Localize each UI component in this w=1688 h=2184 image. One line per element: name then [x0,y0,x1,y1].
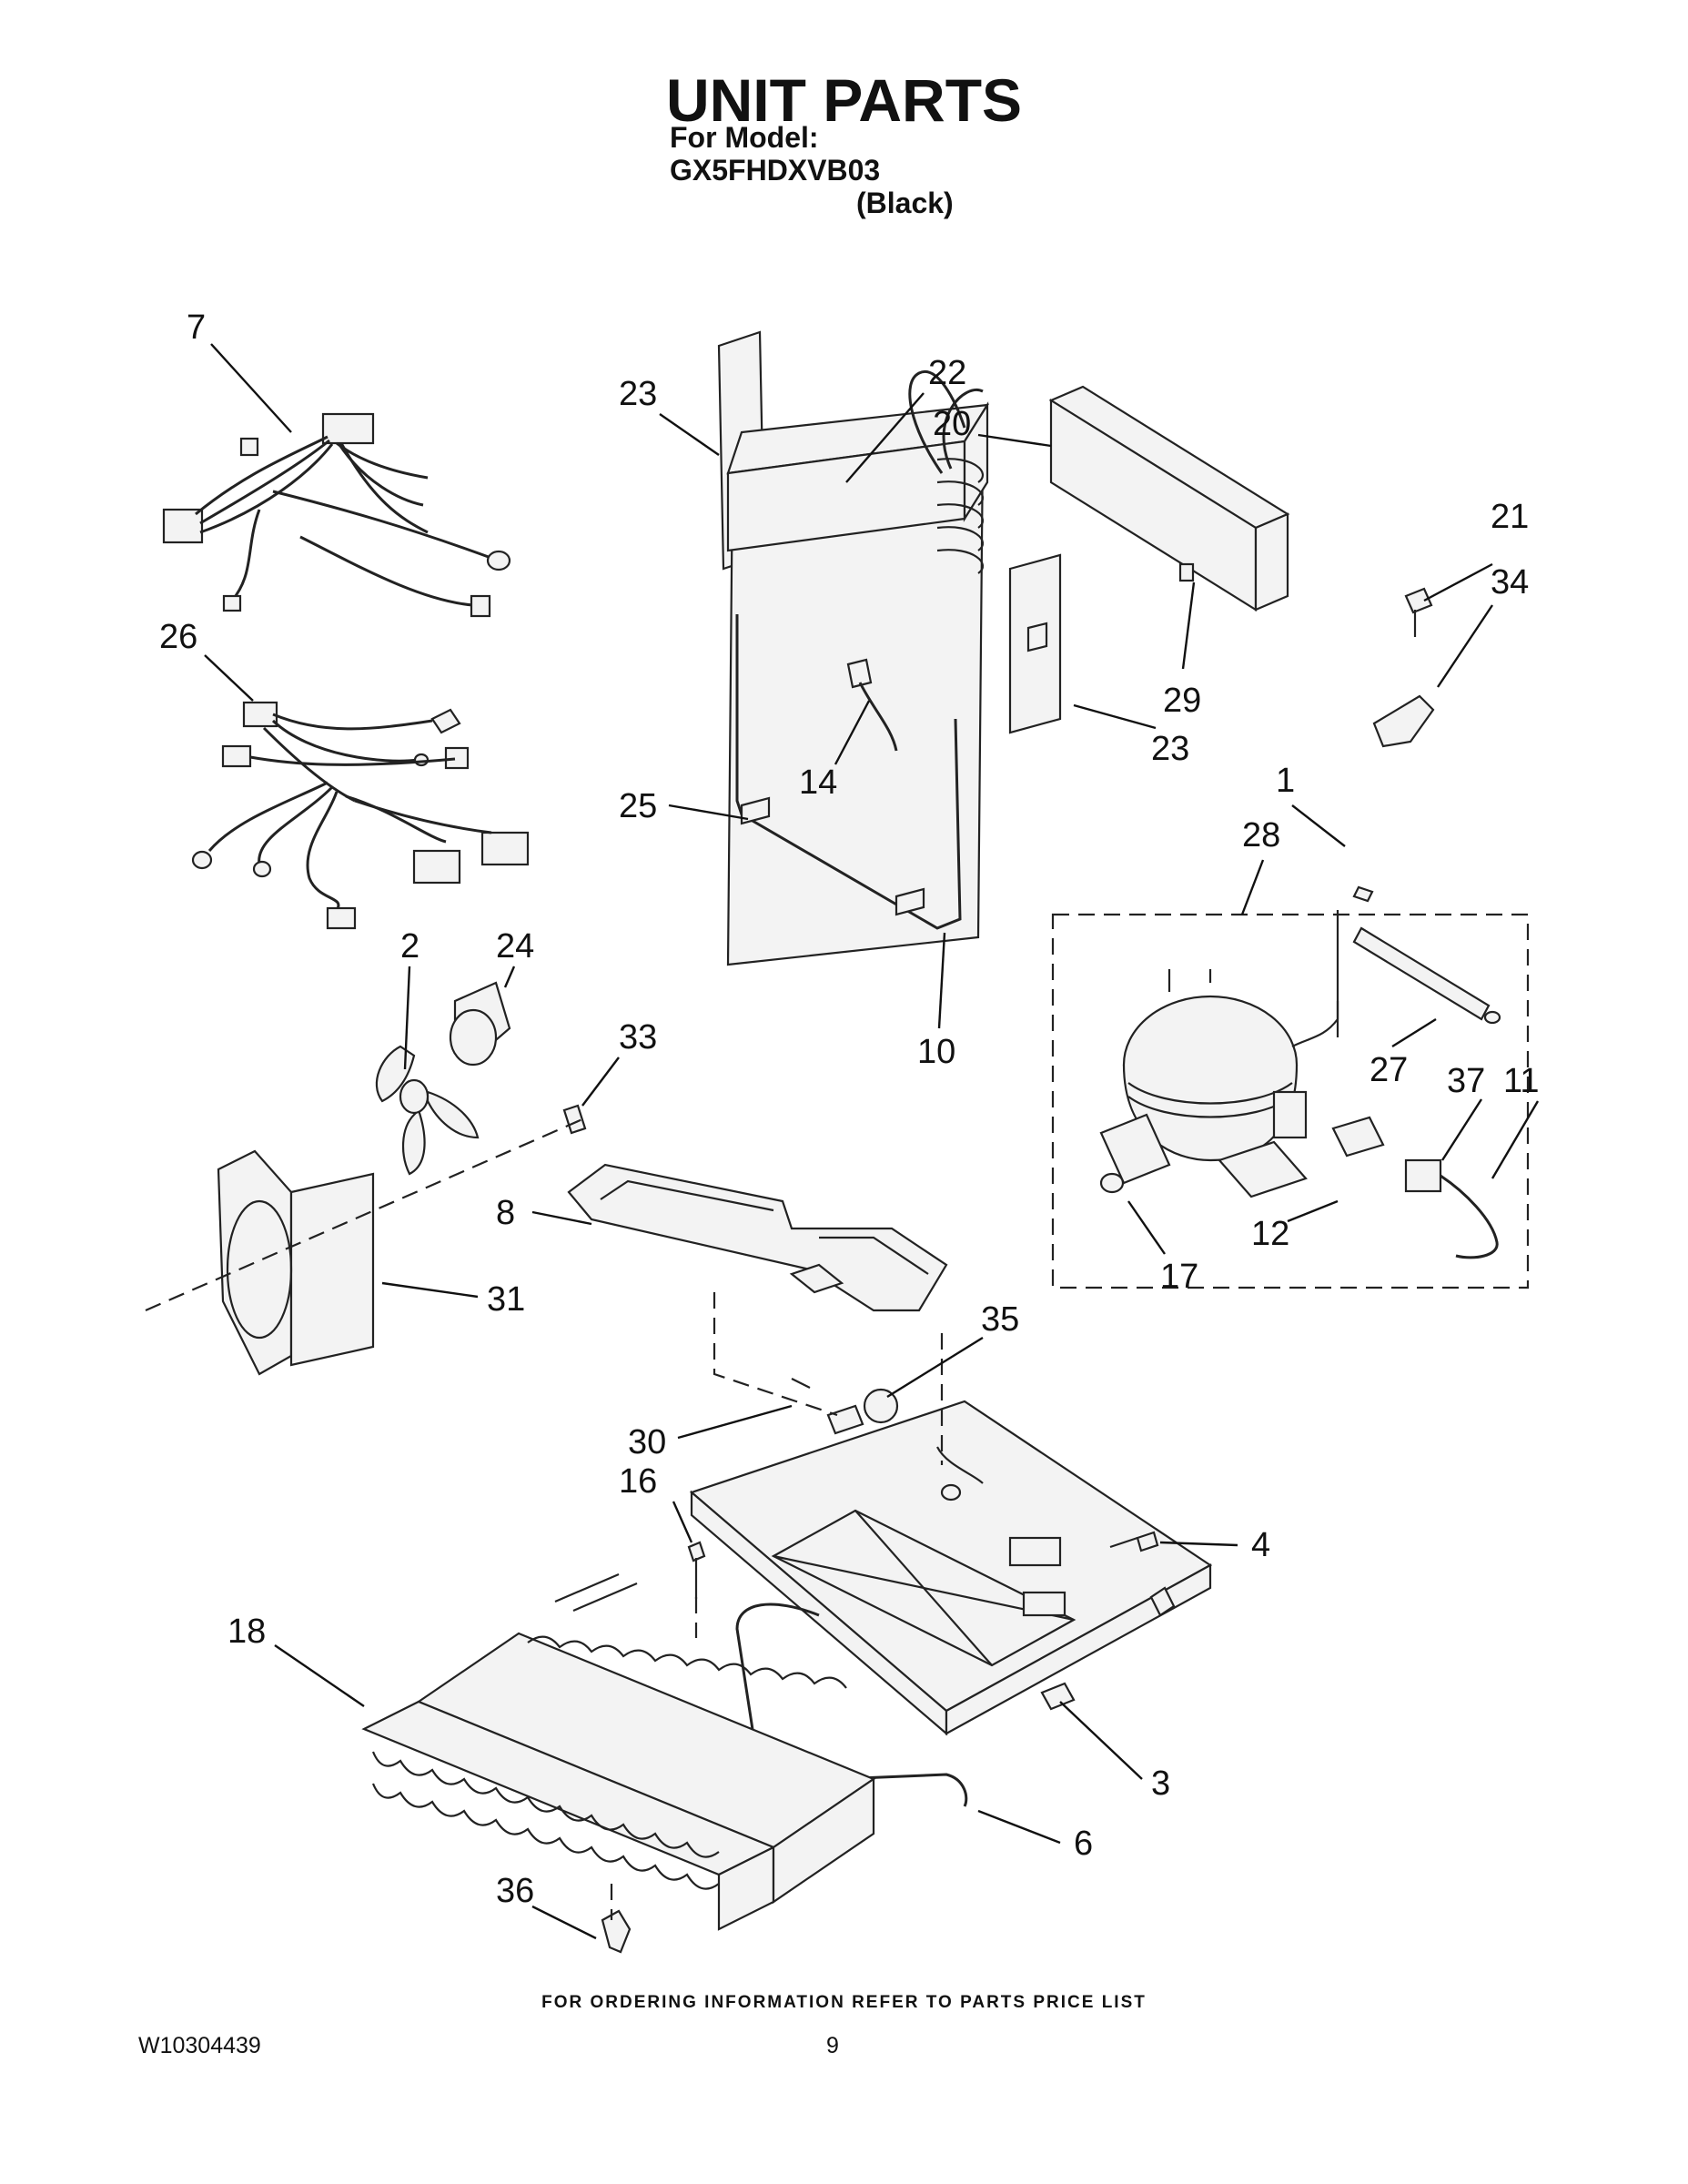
machine-compartment-base [689,1292,1213,1736]
callout-31: 31 [487,1280,525,1319]
callout-17: 17 [1160,1258,1198,1296]
callout-30: 30 [628,1423,666,1461]
callout-23-lower: 23 [1151,730,1189,768]
callout-26: 26 [159,618,197,656]
callout-10: 10 [917,1033,955,1071]
model-line: For Model: GX5FHDXVB03 [670,121,881,187]
page-title: UNIT PARTS [665,66,1023,134]
leader-lines [204,343,1540,1940]
callout-36: 36 [496,1872,534,1910]
callout-22: 22 [928,354,966,392]
callout-14: 14 [799,763,837,802]
callout-25: 25 [619,787,657,825]
callout-35: 35 [981,1300,1019,1339]
callout-labels: 7 23 22 20 21 34 26 29 23 14 25 1 28 2 2… [159,308,1539,1910]
wire-harness-lower [191,701,530,930]
model-variant: (Black) [856,187,954,219]
callout-18: 18 [227,1613,266,1651]
callout-4: 4 [1251,1526,1270,1564]
callout-3: 3 [1151,1764,1170,1803]
callout-24: 24 [496,927,534,966]
model-info: For Model: GX5FHDXVB03 (Black) [670,121,1016,219]
callout-27: 27 [1370,1051,1408,1089]
callout-20: 20 [933,405,971,443]
evaporator-cover [1048,385,1290,612]
callout-6: 6 [1074,1825,1093,1863]
compressor-group [1051,885,1530,1289]
wire-harness-upper [162,412,511,618]
callout-29: 29 [1163,682,1201,720]
callout-28: 28 [1242,816,1280,854]
screw-16 [687,1541,706,1638]
callout-7: 7 [187,308,206,347]
callout-1: 1 [1276,762,1295,800]
callout-37: 37 [1447,1062,1485,1100]
callout-23-upper: 23 [619,375,657,413]
callout-16: 16 [619,1462,657,1501]
callout-12: 12 [1251,1215,1289,1253]
callout-2: 2 [400,927,419,966]
evaporator-assembly [717,330,1062,966]
callout-33: 33 [619,1018,657,1057]
callout-8: 8 [496,1194,515,1232]
page-number: 9 [826,2033,839,2058]
drain-pan [567,1163,948,1312]
document-number: W10304439 [138,2033,261,2058]
condenser-fan [145,981,587,1376]
screw-and-clip [1372,587,1435,748]
ordering-note: FOR ORDERING INFORMATION REFER TO PARTS … [541,1993,1147,2012]
callout-34: 34 [1491,563,1529,602]
condenser-coil [361,1572,876,1954]
callout-21: 21 [1491,498,1529,536]
callout-11: 11 [1503,1062,1539,1100]
